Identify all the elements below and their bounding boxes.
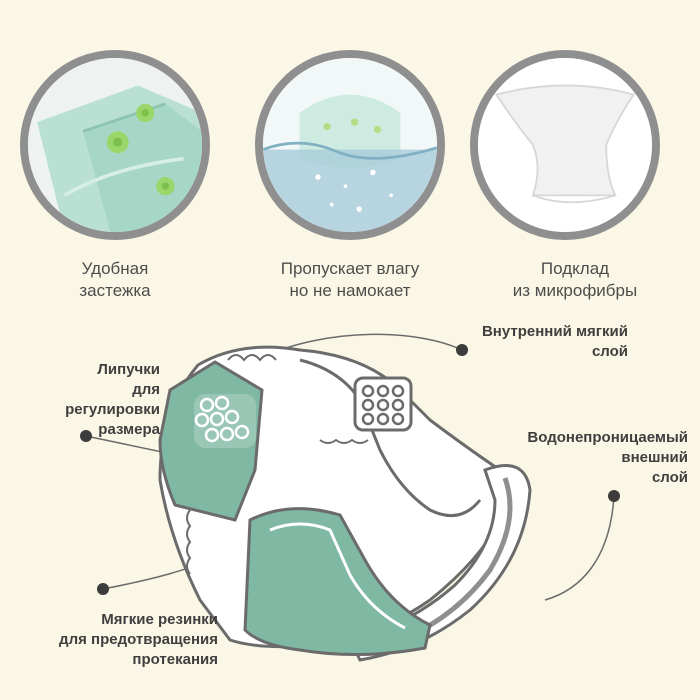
label-line: размера	[98, 421, 160, 438]
front-panel-stripe	[269, 522, 406, 630]
label-line: Водонепроницаемый	[527, 429, 688, 446]
label-velcro: Липучки для регулировки размера	[40, 360, 160, 440]
white-liner-icon	[478, 58, 652, 232]
water-splash-icon	[263, 58, 437, 232]
label-line: Липучки	[97, 361, 160, 378]
pointer-dot-elastic	[97, 583, 109, 595]
inner-snap-pad	[353, 376, 413, 432]
label-line: слой	[651, 469, 688, 486]
inner-snaps	[361, 384, 405, 426]
label-line: протекания	[132, 651, 218, 668]
feature-image-snap	[20, 50, 210, 240]
elastic-ruffle-top	[227, 354, 277, 362]
snap-closeup-icon	[28, 58, 202, 232]
caption-line: Пропускает влагу	[280, 259, 420, 278]
label-line: для регулировки	[65, 381, 160, 418]
label-outer: Водонепроницаемый внешний слой	[488, 428, 688, 488]
caption-line: Удобная	[81, 259, 149, 278]
label-line: внешний	[621, 449, 688, 466]
caption-line: но не намокает	[289, 281, 411, 300]
caption-line: застежка	[79, 281, 151, 300]
label-line: Внутренний мягкий	[481, 323, 628, 340]
label-line: для предотвращения	[59, 631, 218, 648]
front-panel	[243, 507, 432, 657]
label-line: Мягкие резинки	[101, 611, 218, 628]
elastic-ruffle-right	[319, 438, 369, 444]
pointer-dot-outer	[608, 490, 620, 502]
feature-caption-water: Пропускает влагу но не намокает	[240, 258, 460, 302]
label-elastic: Мягкие резинки для предотвращения протек…	[18, 610, 218, 670]
pointer-dot-velcro	[80, 430, 92, 442]
leader-line-outer	[544, 495, 615, 601]
velcro-snaps	[194, 395, 250, 443]
label-inner: Внутренний мягкий слой	[448, 322, 628, 362]
feature-image-liner	[470, 50, 660, 240]
elastic-ruffle-left	[186, 509, 192, 575]
feature-image-water	[255, 50, 445, 240]
feature-caption-snap: Удобная застежка	[5, 258, 225, 302]
diaper-inner-fold	[299, 358, 482, 518]
pointer-dot-inner	[456, 344, 468, 356]
caption-line: из микрофибры	[512, 281, 638, 300]
caption-line: Подклад	[540, 259, 610, 278]
feature-caption-liner: Подклад из микрофибры	[465, 258, 685, 302]
label-line: слой	[591, 343, 628, 360]
